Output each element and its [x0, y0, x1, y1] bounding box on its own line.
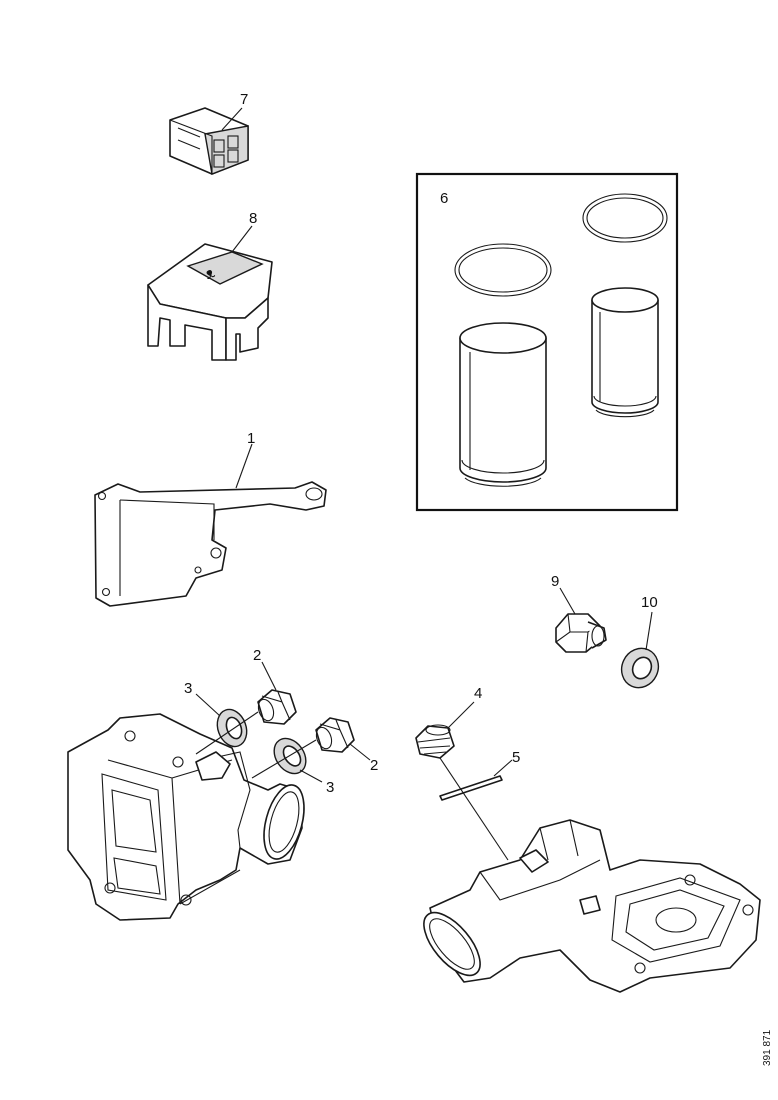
callout-2b: 2	[370, 757, 378, 774]
left-housing	[67, 713, 305, 921]
right-housing	[423, 819, 761, 993]
callout-9: 9	[551, 573, 559, 590]
drawing-reference-number: 391 871	[762, 1029, 773, 1066]
part-4-fitting[interactable]	[415, 724, 455, 759]
callout-7: 7	[240, 91, 248, 108]
leader-3b	[299, 769, 323, 783]
leader-5	[493, 759, 513, 777]
leader-7	[221, 107, 243, 131]
part-9-plug[interactable]	[555, 613, 607, 653]
kit-box	[415, 172, 679, 512]
leader-2a	[261, 661, 277, 691]
leader-8	[231, 225, 253, 253]
callout-5: 5	[512, 749, 520, 766]
part-7-connector[interactable]	[169, 107, 249, 175]
part-3-washer-upper[interactable]	[212, 705, 251, 750]
filter-element-small	[591, 287, 659, 418]
leader-9	[559, 587, 576, 615]
leader-2b	[349, 743, 371, 761]
leader-3a	[195, 693, 221, 717]
callout-6: 6	[440, 190, 448, 207]
part-5-pin[interactable]	[439, 775, 503, 801]
filter-element-large	[459, 322, 547, 487]
callout-2a: 2	[253, 647, 261, 664]
leader-1	[235, 443, 253, 489]
o-ring-large	[454, 243, 552, 297]
callout-3a: 3	[184, 680, 192, 697]
callout-10: 10	[641, 594, 658, 611]
o-ring-small	[582, 193, 668, 243]
part-1-bracket[interactable]	[94, 481, 327, 607]
part-8-cover[interactable]: ᴥ	[147, 243, 273, 361]
part-2-plug-upper[interactable]	[256, 689, 297, 725]
callout-1: 1	[247, 430, 255, 447]
part-6-filter-kit[interactable]	[454, 193, 668, 487]
callout-8: 8	[249, 210, 257, 227]
callout-3b: 3	[326, 779, 334, 796]
leader-10	[645, 611, 653, 651]
leader-4	[447, 701, 475, 729]
part-10-washer[interactable]	[615, 642, 665, 693]
part-2-plug-lower[interactable]	[314, 717, 355, 753]
callout-4: 4	[474, 685, 482, 702]
